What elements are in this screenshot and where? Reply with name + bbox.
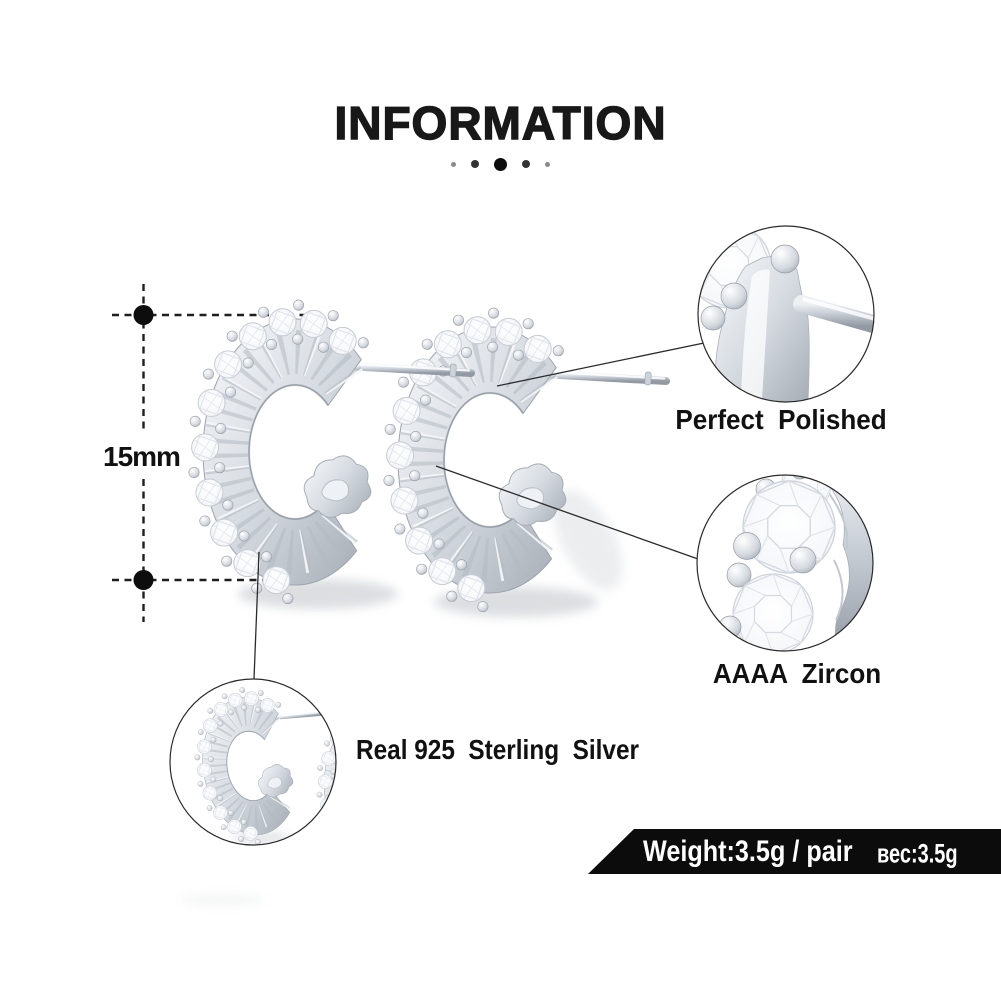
magnifier-circle-zircon [696, 474, 874, 652]
magnifier-circle-polish [697, 225, 875, 403]
callout-label-silver: Real 925 Sterling Silver [356, 734, 639, 765]
weight-text-en: Weight:3.5g / pair [643, 834, 853, 868]
magnifier-circle-silver [169, 678, 337, 846]
callout-label-polish: Perfect Polished [675, 404, 887, 435]
divider-dot [471, 160, 479, 168]
divider-dot [545, 161, 550, 167]
measure-dot-bottom [133, 570, 154, 590]
callout-line-silver [253, 551, 260, 680]
measure-dot-top [133, 305, 154, 325]
divider-dot [494, 157, 507, 171]
divider-dots [0, 156, 1001, 172]
weight-text-ru: вес:3.5g [877, 838, 958, 868]
callout-lines [253, 342, 705, 680]
divider-dot [522, 160, 530, 168]
callout-line-polish [496, 342, 705, 387]
measurement-label: 15mm [103, 441, 181, 472]
weight-banner: Weight:3.5g / pair вес:3.5g [588, 829, 1001, 874]
callout-label-zircon: AAAA Zircon [712, 658, 882, 689]
divider-dot [451, 161, 456, 167]
earring-right [382, 308, 666, 612]
callout-line-zircon [435, 465, 699, 560]
page-title: INFORMATION [334, 96, 667, 149]
